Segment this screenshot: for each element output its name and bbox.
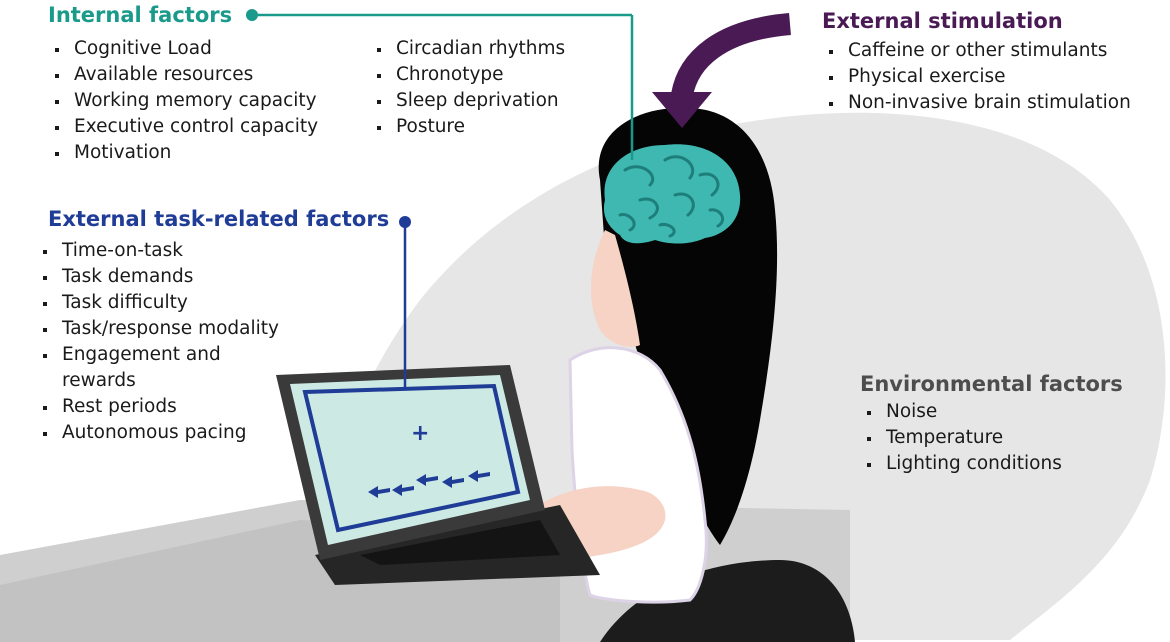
task-connector-dot [399, 216, 411, 228]
list-item-continuation: rewards [62, 370, 136, 391]
list-item: Chronotype [370, 62, 565, 88]
list-item: Autonomous pacing [36, 420, 389, 446]
list-item: Noise [860, 399, 1123, 425]
task-factors-list: Time-on-task Task demands Task difficult… [36, 238, 389, 446]
list-item: Sleep deprivation [370, 88, 565, 114]
list-item: Task difficulty [36, 290, 389, 316]
list-item: Rest periods [36, 394, 389, 420]
task-factors-block: External task-related factors Time-on-ta… [43, 206, 390, 446]
flanker-arrows [368, 470, 490, 498]
internal-factors-block: Internal factors Cognitive Load Availabl… [48, 2, 565, 166]
left-arrow-icon [468, 470, 490, 482]
list-item: Circadian rhythms [370, 36, 565, 62]
list-item: Time-on-task [36, 238, 389, 264]
environmental-factors-block: Environmental factors Noise Temperature … [860, 371, 1123, 477]
list-item: Physical exercise [822, 64, 1131, 90]
external-stimulation-list: Caffeine or other stimulants Physical ex… [822, 38, 1131, 116]
internal-factors-list-1: Cognitive Load Available resources Worki… [48, 36, 340, 166]
list-item: Non-invasive brain stimulation [822, 90, 1131, 116]
face [590, 230, 640, 347]
internal-factors-list-2: Circadian rhythms Chronotype Sleep depri… [370, 36, 565, 166]
internal-connector-dot [246, 9, 258, 21]
brain-icon [603, 144, 741, 244]
list-item: Working memory capacity [48, 88, 340, 114]
task-factors-title: External task-related factors [48, 207, 390, 231]
laptop-keyboard [360, 520, 560, 565]
internal-factors-title: Internal factors [48, 3, 233, 27]
left-arrow-icon [416, 474, 438, 486]
external-stimulation-title: External stimulation [822, 9, 1063, 33]
list-item: Motivation [48, 140, 340, 166]
list-item: Task demands [36, 264, 389, 290]
list-item: Temperature [860, 425, 1123, 451]
left-arrow-icon [368, 486, 390, 498]
fixation-cross: + [411, 421, 429, 446]
left-arrow-icon [442, 476, 464, 488]
list-item: Executive control capacity [48, 114, 340, 140]
arrow-head-icon [652, 92, 712, 128]
left-arrow-icon [392, 484, 414, 496]
list-item: Available resources [48, 62, 340, 88]
chair-icon [600, 560, 855, 642]
list-item: Engagement and [36, 342, 389, 368]
list-item: Posture [370, 114, 565, 140]
list-item: Cognitive Load [48, 36, 340, 62]
environmental-factors-list: Noise Temperature Lighting conditions [860, 399, 1123, 477]
external-stimulation-block: External stimulation Caffeine or other s… [822, 8, 1131, 116]
environmental-factors-title: Environmental factors [860, 372, 1123, 396]
list-item: Lighting conditions [860, 451, 1123, 477]
list-item: Task/response modality [36, 316, 389, 342]
screen-frame [302, 383, 521, 533]
list-item: Caffeine or other stimulants [822, 38, 1131, 64]
curved-arrow-icon [671, 13, 792, 98]
